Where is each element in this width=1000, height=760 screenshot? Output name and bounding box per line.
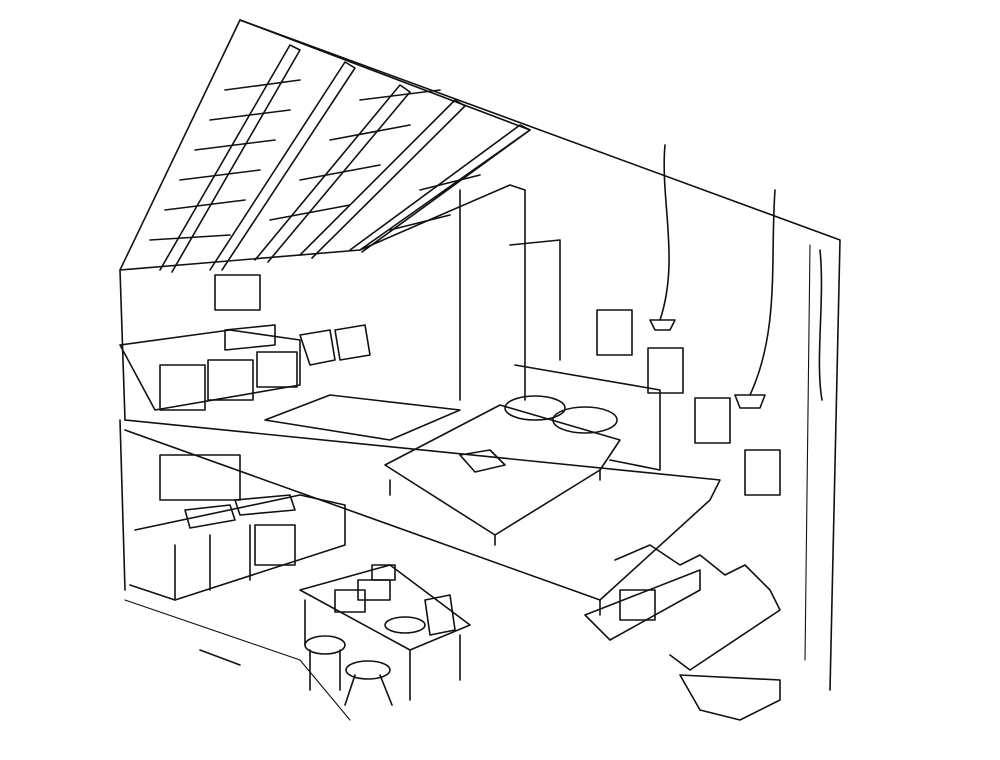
wall-frames <box>596 309 781 496</box>
kitchen <box>129 454 346 601</box>
walls <box>119 184 823 661</box>
ground-line <box>124 599 351 721</box>
dining-table <box>299 564 471 706</box>
bed <box>384 364 661 546</box>
bathroom-vanity <box>119 274 301 411</box>
toilet-bidet <box>299 324 371 366</box>
roof <box>119 19 841 691</box>
upper-floor <box>124 394 721 616</box>
pendant-lamps <box>649 144 776 409</box>
stairs <box>584 544 781 721</box>
